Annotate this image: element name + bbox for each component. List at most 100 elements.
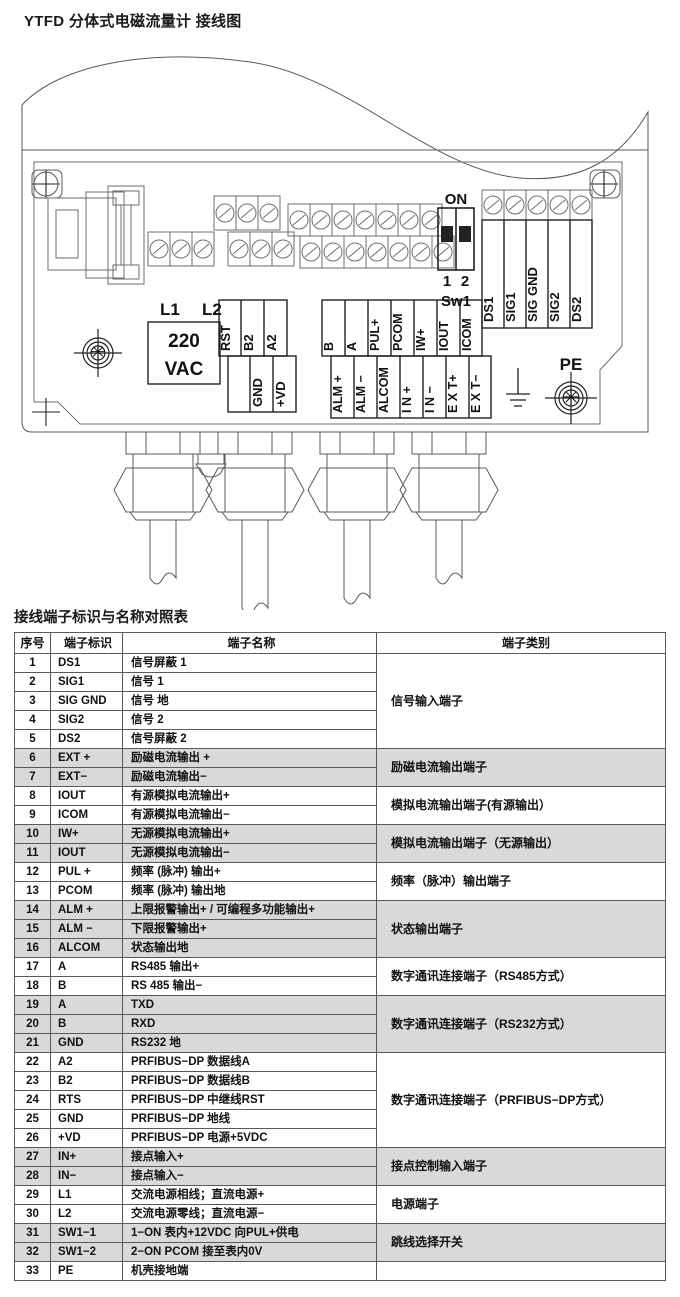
pe-label: PE — [560, 355, 583, 374]
cell-terminal-name: 信号 2 — [122, 710, 377, 730]
terminal-block-signal — [481, 189, 593, 221]
page-title: YTFD 分体式电磁流量计 接线图 — [24, 13, 242, 30]
io-label-icom: ICOM — [460, 318, 474, 351]
terminal-block-io-lower — [299, 235, 455, 269]
profibus-label-a2: A2 — [264, 334, 279, 351]
cell-no: 30 — [14, 1204, 51, 1224]
dip-switch-sw1 — [437, 207, 475, 271]
cell-no: 8 — [14, 786, 51, 806]
cell-terminal-name: 励磁电流输出 + — [122, 748, 377, 768]
cell-no: 17 — [14, 957, 51, 977]
cell-terminal-name: 接点输入+ — [122, 1147, 377, 1167]
cell-no: 4 — [14, 710, 51, 730]
power-entry-body — [47, 197, 117, 271]
cable-gland-3 — [307, 431, 407, 605]
housing-outline — [21, 150, 649, 433]
cell-terminal-name: PRFIBUS−DP 数据线B — [122, 1071, 377, 1091]
cell-terminal-name: 无源模拟电流输出− — [122, 843, 377, 863]
cell-terminal-mark: B2 — [50, 1071, 123, 1091]
cell-no: 33 — [14, 1261, 51, 1281]
cell-no: 9 — [14, 805, 51, 825]
cell-terminal-mark: RTS — [50, 1090, 123, 1110]
signal-label-ds1: DS1 — [481, 297, 496, 322]
mount-pad-tr — [589, 169, 621, 199]
cell-terminal-mark: DS1 — [50, 653, 123, 673]
cell-terminal-name: 信号 1 — [122, 672, 377, 692]
switch-pos-1: 1 — [443, 273, 451, 290]
cell-no: 20 — [14, 1014, 51, 1034]
cell-terminal-category: 数字通讯连接端子（PRFIBUS−DP方式） — [376, 1052, 666, 1148]
cell-terminal-name: 1−ON 表内+12VDC 向PUL+供电 — [122, 1223, 377, 1243]
cell-terminal-category: 接点控制输入端子 — [376, 1147, 666, 1186]
cell-no: 32 — [14, 1242, 51, 1262]
switch-pos-2: 2 — [461, 273, 469, 290]
signal-label-sig-gnd: SIG GND — [525, 267, 540, 322]
cell-no: 22 — [14, 1052, 51, 1072]
cell-terminal-mark: IN+ — [50, 1147, 123, 1167]
cell-terminal-name: 接点输入− — [122, 1166, 377, 1186]
cell-no: 25 — [14, 1109, 51, 1129]
cable-gland-1 — [113, 431, 213, 585]
cell-terminal-name: 信号屏蔽 2 — [122, 729, 377, 749]
cell-terminal-name: 机壳接地端 — [122, 1261, 377, 1281]
io-label-a: A — [345, 342, 359, 351]
cell-no: 19 — [14, 995, 51, 1015]
cell-no: 12 — [14, 862, 51, 882]
cell-terminal-name: TXD — [122, 995, 377, 1015]
cell-terminal-name: 交流电源相线；直流电源+ — [122, 1185, 377, 1205]
table-header-row: 序号 端子标识 端子名称 端子类别 — [14, 632, 666, 654]
cell-terminal-category: 励磁电流输出端子 — [376, 748, 666, 787]
cable-gland-4 — [399, 431, 499, 585]
chassis-earth-stud — [74, 329, 122, 377]
cell-no: 6 — [14, 748, 51, 768]
cell-terminal-mark: ALM + — [50, 900, 123, 920]
io-label-in-plus: I N + — [400, 386, 414, 413]
cell-terminal-category: 跳线选择开关 — [376, 1223, 666, 1262]
ground-symbol — [506, 368, 530, 407]
power-entry-slot — [55, 209, 79, 259]
cell-terminal-mark: B — [50, 976, 123, 996]
io-label-iout: IOUT — [437, 321, 451, 351]
voltage-unit: VAC — [165, 359, 204, 380]
profibus-label-rst: RST — [218, 325, 233, 351]
cell-terminal-name: RS232 地 — [122, 1033, 377, 1053]
table-caption: 接线端子标识与名称对照表 — [14, 610, 188, 626]
signal-label-strip — [481, 219, 593, 329]
cell-no: 16 — [14, 938, 51, 958]
cell-terminal-name: 交流电源零线；直流电源− — [122, 1204, 377, 1224]
cable-glands — [113, 431, 499, 610]
cell-terminal-name: 频率 (脉冲) 输出地 — [122, 881, 377, 901]
dip-lever-1 — [441, 226, 453, 242]
cable-gland-2 — [195, 431, 305, 610]
cell-no: 5 — [14, 729, 51, 749]
profibus-label-vd: +VD — [273, 381, 288, 407]
cell-terminal-name: RS485 输出+ — [122, 957, 377, 977]
power-entry-flange — [85, 191, 125, 279]
dip-lever-2 — [459, 226, 471, 242]
cell-terminal-category: 数字通讯连接端子（RS485方式） — [376, 957, 666, 996]
mount-hole-tl — [33, 171, 59, 197]
cell-terminal-mark: SW1−2 — [50, 1242, 123, 1262]
cell-terminal-name: 状态输出地 — [122, 938, 377, 958]
cell-no: 27 — [14, 1147, 51, 1167]
cell-terminal-mark: GND — [50, 1033, 123, 1053]
cell-terminal-mark: EXT + — [50, 748, 123, 768]
cell-terminal-name: RXD — [122, 1014, 377, 1034]
cell-no: 10 — [14, 824, 51, 844]
voltage-value: 220 — [168, 331, 200, 352]
io-label-ext-minus: E X T− — [469, 374, 483, 413]
voltage-box — [147, 321, 221, 385]
